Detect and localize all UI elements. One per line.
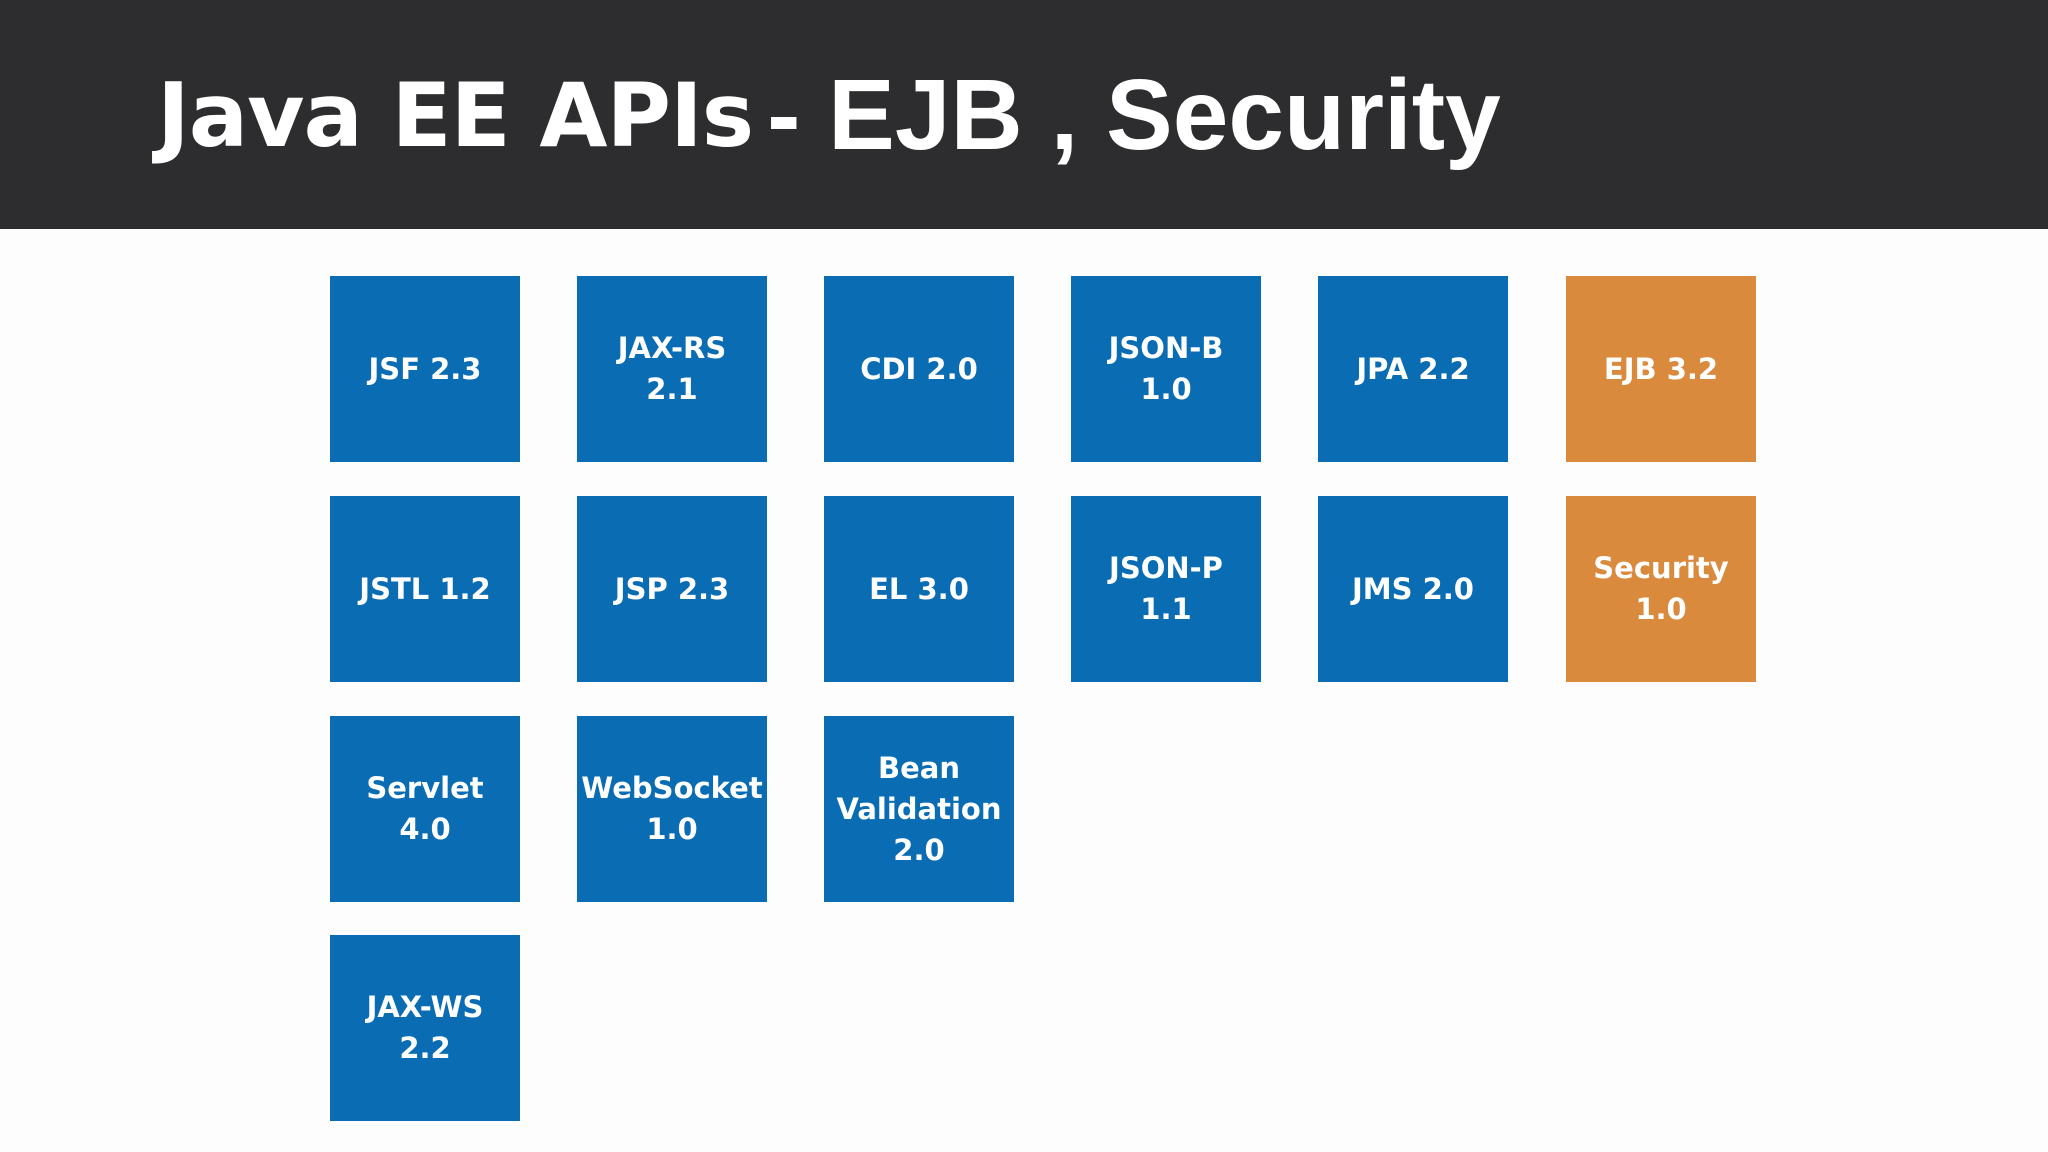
api-tile-label: JSF 2.3 bbox=[368, 351, 482, 386]
api-tile-jsf: JSF 2.3 bbox=[330, 276, 520, 462]
api-tile-ejb: EJB 3.2 bbox=[1566, 276, 1756, 462]
api-tile-label: EL 3.0 bbox=[869, 571, 969, 606]
api-tile-cdi: CDI 2.0 bbox=[824, 276, 1014, 462]
title-subtitle: - EJB , Security bbox=[767, 58, 1501, 171]
api-tile-servlet: Servlet 4.0 bbox=[330, 716, 520, 902]
api-tile-jstl: JSTL 1.2 bbox=[330, 496, 520, 682]
api-tile-label: WebSocket 1.0 bbox=[581, 771, 763, 846]
slide-title: Java EE APIs - EJB , Security bbox=[157, 58, 1501, 171]
api-tile-label: JAX-RS 2.1 bbox=[617, 331, 727, 406]
api-tile-label: EJB 3.2 bbox=[1603, 351, 1719, 386]
api-tile-jsp: JSP 2.3 bbox=[577, 496, 767, 682]
api-tile-label: JSTL 1.2 bbox=[359, 571, 491, 606]
api-tile-label: Bean Validation 2.0 bbox=[836, 750, 1002, 867]
api-tile-websocket: WebSocket 1.0 bbox=[577, 716, 767, 902]
api-tile-security: Security 1.0 bbox=[1566, 496, 1756, 682]
api-tile-label: JSP 2.3 bbox=[614, 571, 730, 606]
title-main: Java EE APIs bbox=[157, 63, 754, 167]
api-tile-json-b: JSON-B 1.0 bbox=[1071, 276, 1261, 462]
api-tile-jpa: JPA 2.2 bbox=[1318, 276, 1508, 462]
api-tile-jax-rs: JAX-RS 2.1 bbox=[577, 276, 767, 462]
api-tile-label: JMS 2.0 bbox=[1351, 571, 1474, 606]
api-tile-label: JSON-P 1.1 bbox=[1109, 551, 1223, 626]
api-tile-json-p: JSON-P 1.1 bbox=[1071, 496, 1261, 682]
api-tile-label: JAX-WS 2.2 bbox=[366, 990, 484, 1065]
api-tile-label: CDI 2.0 bbox=[860, 351, 978, 386]
api-tile-el: EL 3.0 bbox=[824, 496, 1014, 682]
api-tile-label: JSON-B 1.0 bbox=[1108, 331, 1224, 406]
api-tile-label: JPA 2.2 bbox=[1356, 351, 1470, 386]
api-tile-bean-validation: Bean Validation 2.0 bbox=[824, 716, 1014, 902]
api-tile-label: Security 1.0 bbox=[1593, 551, 1729, 626]
api-tile-jax-ws: JAX-WS 2.2 bbox=[330, 935, 520, 1121]
title-bar: Java EE APIs - EJB , Security bbox=[0, 0, 2048, 229]
api-tile-jms: JMS 2.0 bbox=[1318, 496, 1508, 682]
api-tile-label: Servlet 4.0 bbox=[366, 771, 484, 846]
